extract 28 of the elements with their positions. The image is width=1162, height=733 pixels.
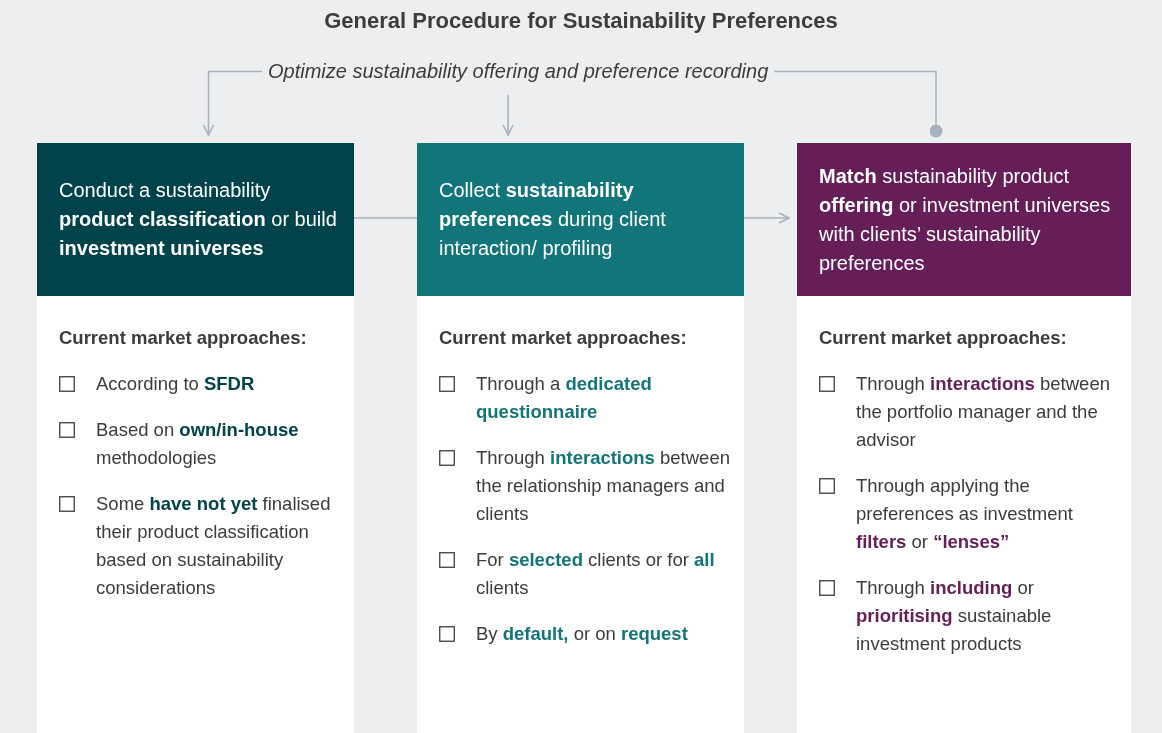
connector-line [353,217,418,219]
step-header-box [797,143,1131,296]
diagram-title: General Procedure for Sustainability Preferences [323,8,839,34]
bullet-text: For selected clients or for all clients [476,548,716,600]
step-header-box [417,143,744,296]
bullet-text: According to SFDR [96,372,255,396]
bullet-text: Through interactions between the relationship managers and clients [476,446,730,526]
note-text: Optimize sustainability offering and preference recording [262,60,775,83]
arrow [202,70,263,136]
bullet-text: Through applying the preferences as investment filters or “lenses” [856,474,1074,554]
step-title: Match sustainability product offering or investment universes with clients’ sustainability preferences [819,163,1112,276]
section-heading: Current market approaches: [59,326,308,350]
bullet-text: Through interactions between the portfolio manager and the advisor [856,372,1111,452]
bullet-text: Through including or prioritising sustainable investment products [856,576,1053,656]
section-heading: Current market approaches: [819,326,1068,350]
step-title: Conduct a sustainability product classification or build investment universes [59,178,338,261]
content-panel [417,296,744,733]
bullet-text: By default, or on request [476,622,688,646]
content-panel [37,296,354,733]
step-title: Collect sustainability preferences during client interaction/ profiling [439,178,667,261]
step-header-box [37,143,354,296]
bullet-text: Based on own/in-house methodologies [96,418,300,470]
arrow [502,94,514,136]
section-heading: Current market approaches: [439,326,688,350]
bullet-text: Some have not yet finalised their product classification based on sustainability considerations [96,492,332,600]
content-panel [797,296,1131,733]
arrow [743,212,790,224]
bullet-text: Through a dedicated questionnaire [476,372,653,424]
